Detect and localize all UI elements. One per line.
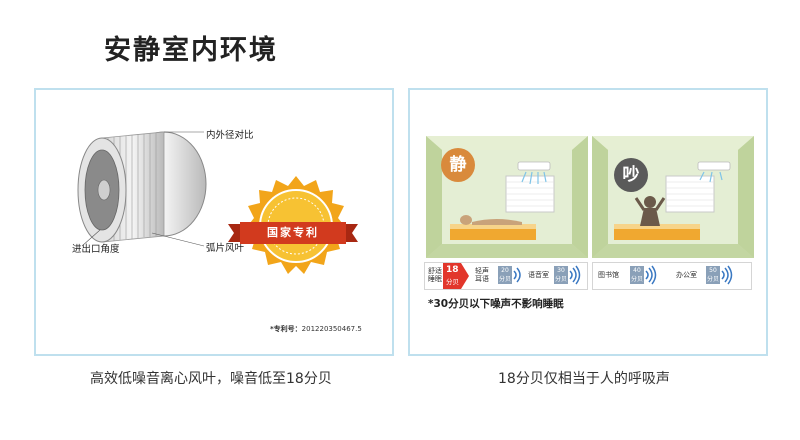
- speaker-icon: [721, 265, 733, 285]
- quiet-bubble: 静: [441, 148, 475, 182]
- db-18-value: 18: [446, 265, 459, 275]
- patent-number: *专利号：201220350467.5: [270, 325, 362, 333]
- scale-library-label: 图书馆: [598, 271, 619, 279]
- speaker-icon: [645, 265, 657, 285]
- fan-caption: 高效低噪音离心风叶，噪音低至18分贝: [90, 371, 332, 387]
- speaker-icon: [569, 265, 581, 285]
- patent-badge-text: 国家专利: [267, 226, 319, 239]
- noisy-noise-scale: [592, 262, 752, 290]
- speaker-icon: [513, 267, 521, 283]
- noisy-room-illustration: [592, 136, 754, 258]
- noisy-bubble: 吵: [614, 158, 648, 192]
- centrifugal-fan-illustration: [77, 131, 207, 247]
- noise-caption: 18分贝仅相当于人的呼吸声: [498, 371, 670, 387]
- scale-sleep-label: 舒适睡眠: [428, 267, 442, 283]
- scale-office-label: 办公室: [676, 271, 697, 279]
- fan-label-ratio: 内外径对比: [206, 130, 254, 141]
- fan-label-angle: 进出口角度: [72, 244, 120, 255]
- patent-ribbon: [228, 222, 358, 244]
- arrow-18db-icon: [443, 263, 469, 289]
- scale-speech-label: 语音室: [528, 271, 549, 279]
- sleep-noise-note: *30分贝以下噪声不影响睡眠: [428, 298, 564, 310]
- page-title: 安静室内环境: [104, 35, 278, 66]
- db-18-unit: 分贝: [446, 278, 459, 286]
- scale-whisper-label: 轻声耳语: [475, 267, 489, 283]
- fan-label-blade: 弧片风叶: [206, 243, 245, 254]
